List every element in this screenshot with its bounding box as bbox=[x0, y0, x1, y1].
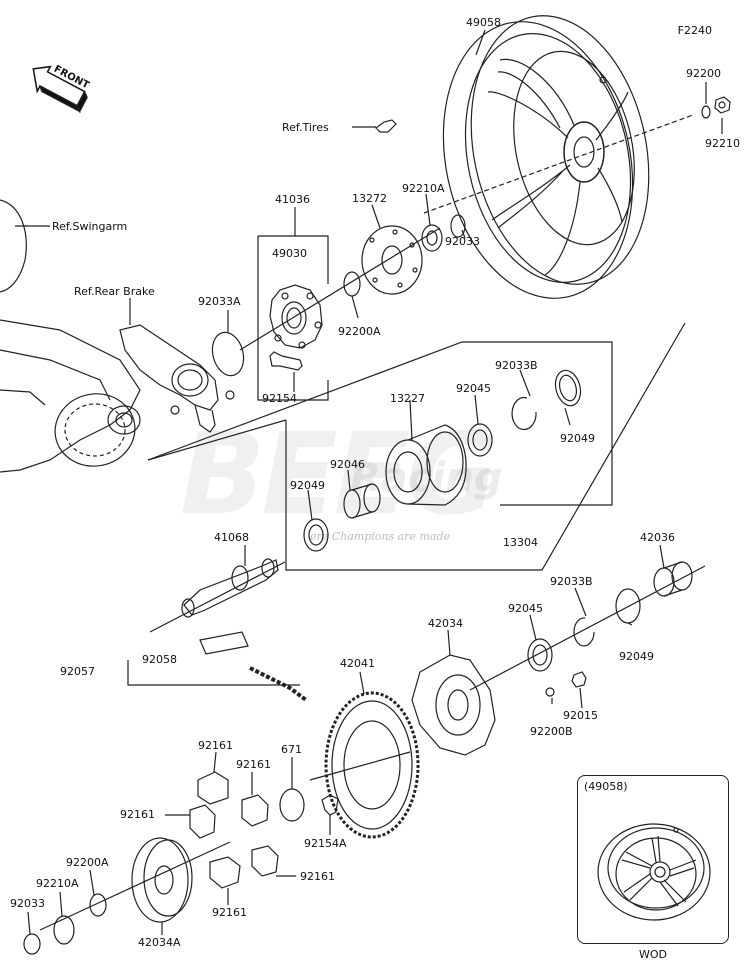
seal-92049-left-icon bbox=[303, 518, 329, 552]
bearing-92045-top-icon bbox=[467, 423, 493, 457]
part-92200: 92200 bbox=[686, 67, 721, 80]
part-92210a-top: 92210A bbox=[402, 182, 445, 195]
part-13227: 13227 bbox=[390, 392, 425, 405]
part-92154: 92154 bbox=[262, 392, 297, 405]
washer-92200a-icon bbox=[343, 271, 361, 297]
part-41068: 41068 bbox=[214, 531, 249, 544]
damper-plate-icon bbox=[361, 225, 423, 295]
part-92033b-top: 92033B bbox=[495, 359, 538, 372]
drive-chain-icon bbox=[199, 631, 308, 702]
part-42041: 42041 bbox=[340, 657, 375, 670]
part-92033b-mid: 92033B bbox=[550, 575, 593, 588]
tire-valve-icon bbox=[375, 119, 397, 133]
axle-shaft-icon bbox=[181, 558, 279, 618]
figure-code: F2240 bbox=[677, 24, 712, 37]
part-92046: 92046 bbox=[330, 458, 365, 471]
washer-92200a-bot-icon bbox=[89, 893, 107, 917]
nut-92210a-icon bbox=[421, 224, 443, 252]
part-92200b: 92200B bbox=[530, 725, 573, 738]
nut-92210-icon bbox=[714, 96, 731, 114]
part-42034: 42034 bbox=[428, 617, 463, 630]
sprocket-hub-icon bbox=[411, 654, 496, 756]
part-92045-mid: 92045 bbox=[508, 602, 543, 615]
ref-swingarm: Ref.Swingarm bbox=[52, 220, 128, 233]
part-92161-d: 92161 bbox=[300, 870, 335, 883]
washer-92200-icon bbox=[701, 105, 711, 119]
part-92200a-bot: 92200A bbox=[66, 856, 109, 869]
ref-rear-brake: Ref.Rear Brake bbox=[74, 285, 155, 298]
part-49030: 49030 bbox=[272, 247, 307, 260]
circlip-92033b-top-icon bbox=[511, 396, 537, 431]
part-13272: 13272 bbox=[352, 192, 387, 205]
part-92058: 92058 bbox=[142, 653, 177, 666]
part-92015: 92015 bbox=[563, 709, 598, 722]
watermark-sub: Racing bbox=[350, 455, 503, 501]
part-92049-left: 92049 bbox=[290, 479, 325, 492]
part-13304: 13304 bbox=[503, 536, 538, 549]
sprocket-carrier-icon bbox=[385, 424, 467, 506]
part-92161-b: 92161 bbox=[236, 758, 271, 771]
damper-rubber-icon bbox=[189, 771, 279, 889]
ref-tires: Ref.Tires bbox=[282, 121, 329, 134]
part-92045-top: 92045 bbox=[456, 382, 491, 395]
rear-wheel-icon bbox=[442, 15, 650, 299]
part-92033-top: 92033 bbox=[445, 235, 480, 248]
collar-42036-icon bbox=[653, 561, 693, 597]
inset-wheel-icon bbox=[597, 823, 711, 921]
part-92200a-top: 92200A bbox=[338, 325, 381, 338]
part-92057: 92057 bbox=[60, 665, 95, 678]
washer-92200b-icon bbox=[545, 687, 555, 697]
part-92161-e: 92161 bbox=[212, 906, 247, 919]
watermark-tagline: ere Champions are made bbox=[310, 530, 451, 543]
circlip-92033a-icon bbox=[211, 331, 245, 377]
nut-92015-icon bbox=[571, 671, 587, 688]
part-671: 671 bbox=[281, 743, 302, 756]
part-92033a: 92033A bbox=[198, 295, 241, 308]
bearing-92045-mid-icon bbox=[527, 638, 553, 672]
part-92049-mid: 92049 bbox=[619, 650, 654, 663]
part-49058: 49058 bbox=[466, 16, 501, 29]
part-92033-bot: 92033 bbox=[10, 897, 45, 910]
inset-wheel-variant: (49058) WOD bbox=[577, 775, 729, 961]
part-92210: 92210 bbox=[705, 137, 740, 150]
inset-caption: WOD bbox=[638, 948, 667, 961]
rear-sprocket-icon bbox=[324, 691, 420, 839]
part-92161-c: 92161 bbox=[120, 808, 155, 821]
circlip-92033-bot-icon bbox=[23, 933, 41, 955]
inset-label: (49058) bbox=[584, 780, 628, 793]
o-ring-671-icon bbox=[279, 788, 305, 822]
part-41036: 41036 bbox=[275, 193, 310, 206]
bolt-92154a-icon bbox=[321, 794, 339, 816]
part-92210a-bot: 92210A bbox=[36, 877, 79, 890]
front-arrow-icon bbox=[32, 65, 88, 113]
seal-92049-right-icon bbox=[554, 369, 582, 407]
part-92049-right: 92049 bbox=[560, 432, 595, 445]
part-92154a: 92154A bbox=[304, 837, 347, 850]
rear-brake-bracket-icon bbox=[119, 324, 235, 433]
needle-bearing-icon bbox=[343, 483, 381, 519]
part-42036: 42036 bbox=[640, 531, 675, 544]
nut-92210a-bot-icon bbox=[53, 915, 75, 945]
circlip-92033-icon bbox=[450, 214, 466, 238]
bolt-92154-icon bbox=[269, 351, 303, 371]
coupling-42034a-icon bbox=[131, 837, 193, 923]
part-42034a: 42034A bbox=[138, 936, 181, 949]
swingarm-icon bbox=[0, 199, 141, 473]
part-92161-a: 92161 bbox=[198, 739, 233, 752]
circlip-92033b-mid-icon bbox=[573, 617, 595, 647]
